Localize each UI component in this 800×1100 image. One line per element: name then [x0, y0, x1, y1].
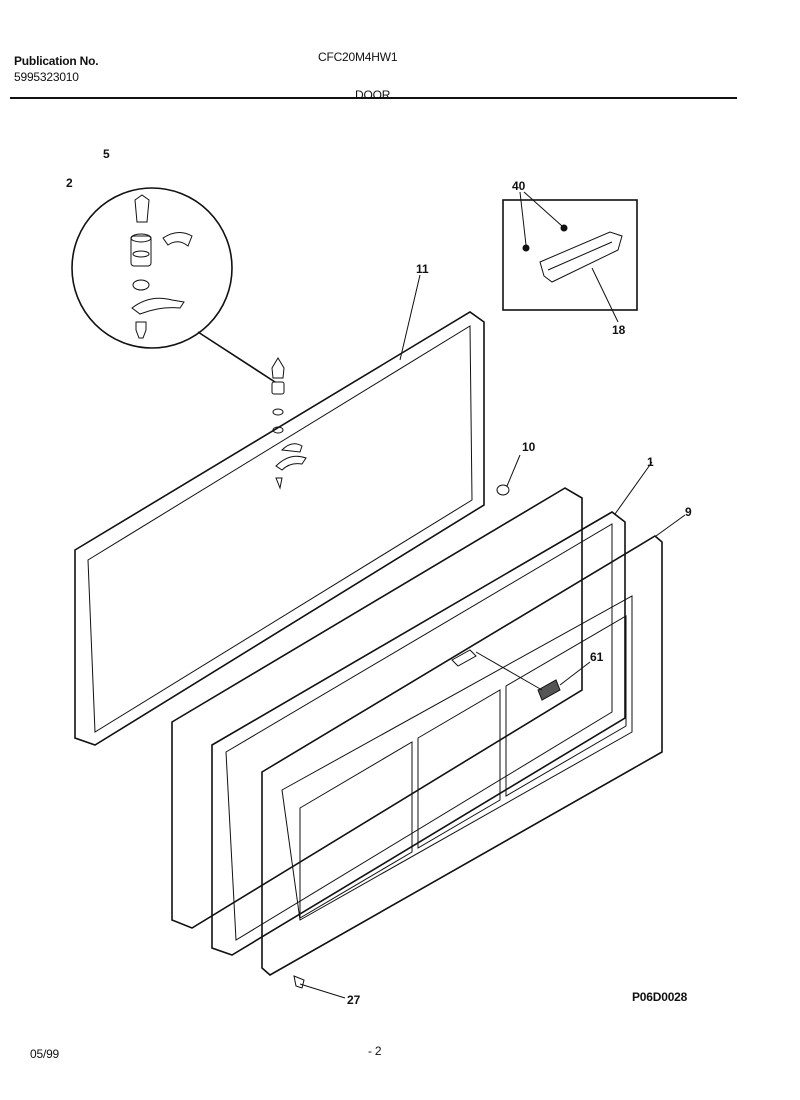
- footer-date: 05/99: [30, 1047, 60, 1061]
- screw-27: [293, 975, 346, 999]
- door-panel: [261, 514, 686, 976]
- callout-9: 9: [685, 505, 692, 519]
- hinge-detail-circle: [71, 187, 276, 383]
- callout-11: 11: [416, 262, 429, 276]
- hinge-assembly: [271, 357, 307, 490]
- door-frame: [211, 461, 653, 956]
- handle-detail-box: [502, 191, 638, 323]
- callout-5: 5: [103, 147, 110, 161]
- callout-1: 1: [647, 455, 654, 469]
- model-number: CFC20M4HW1: [318, 50, 398, 64]
- publication-number: 5995323010: [14, 70, 79, 84]
- callout-18: 18: [612, 323, 626, 337]
- publication-label: Publication No.: [14, 54, 99, 68]
- callout-10: 10: [522, 440, 536, 454]
- door-liner: [171, 487, 583, 929]
- header-rule: [10, 97, 737, 99]
- callout-27: 27: [347, 993, 361, 1007]
- callout-2: 2: [66, 176, 73, 190]
- callout-61: 61: [590, 650, 604, 664]
- door-gasket: [74, 274, 485, 746]
- callout-40: 40: [512, 179, 526, 193]
- drawing-code: P06D0028: [632, 990, 688, 1004]
- screw-10: [496, 454, 521, 496]
- door-handle: [451, 649, 591, 701]
- footer-page: - 2: [368, 1044, 382, 1058]
